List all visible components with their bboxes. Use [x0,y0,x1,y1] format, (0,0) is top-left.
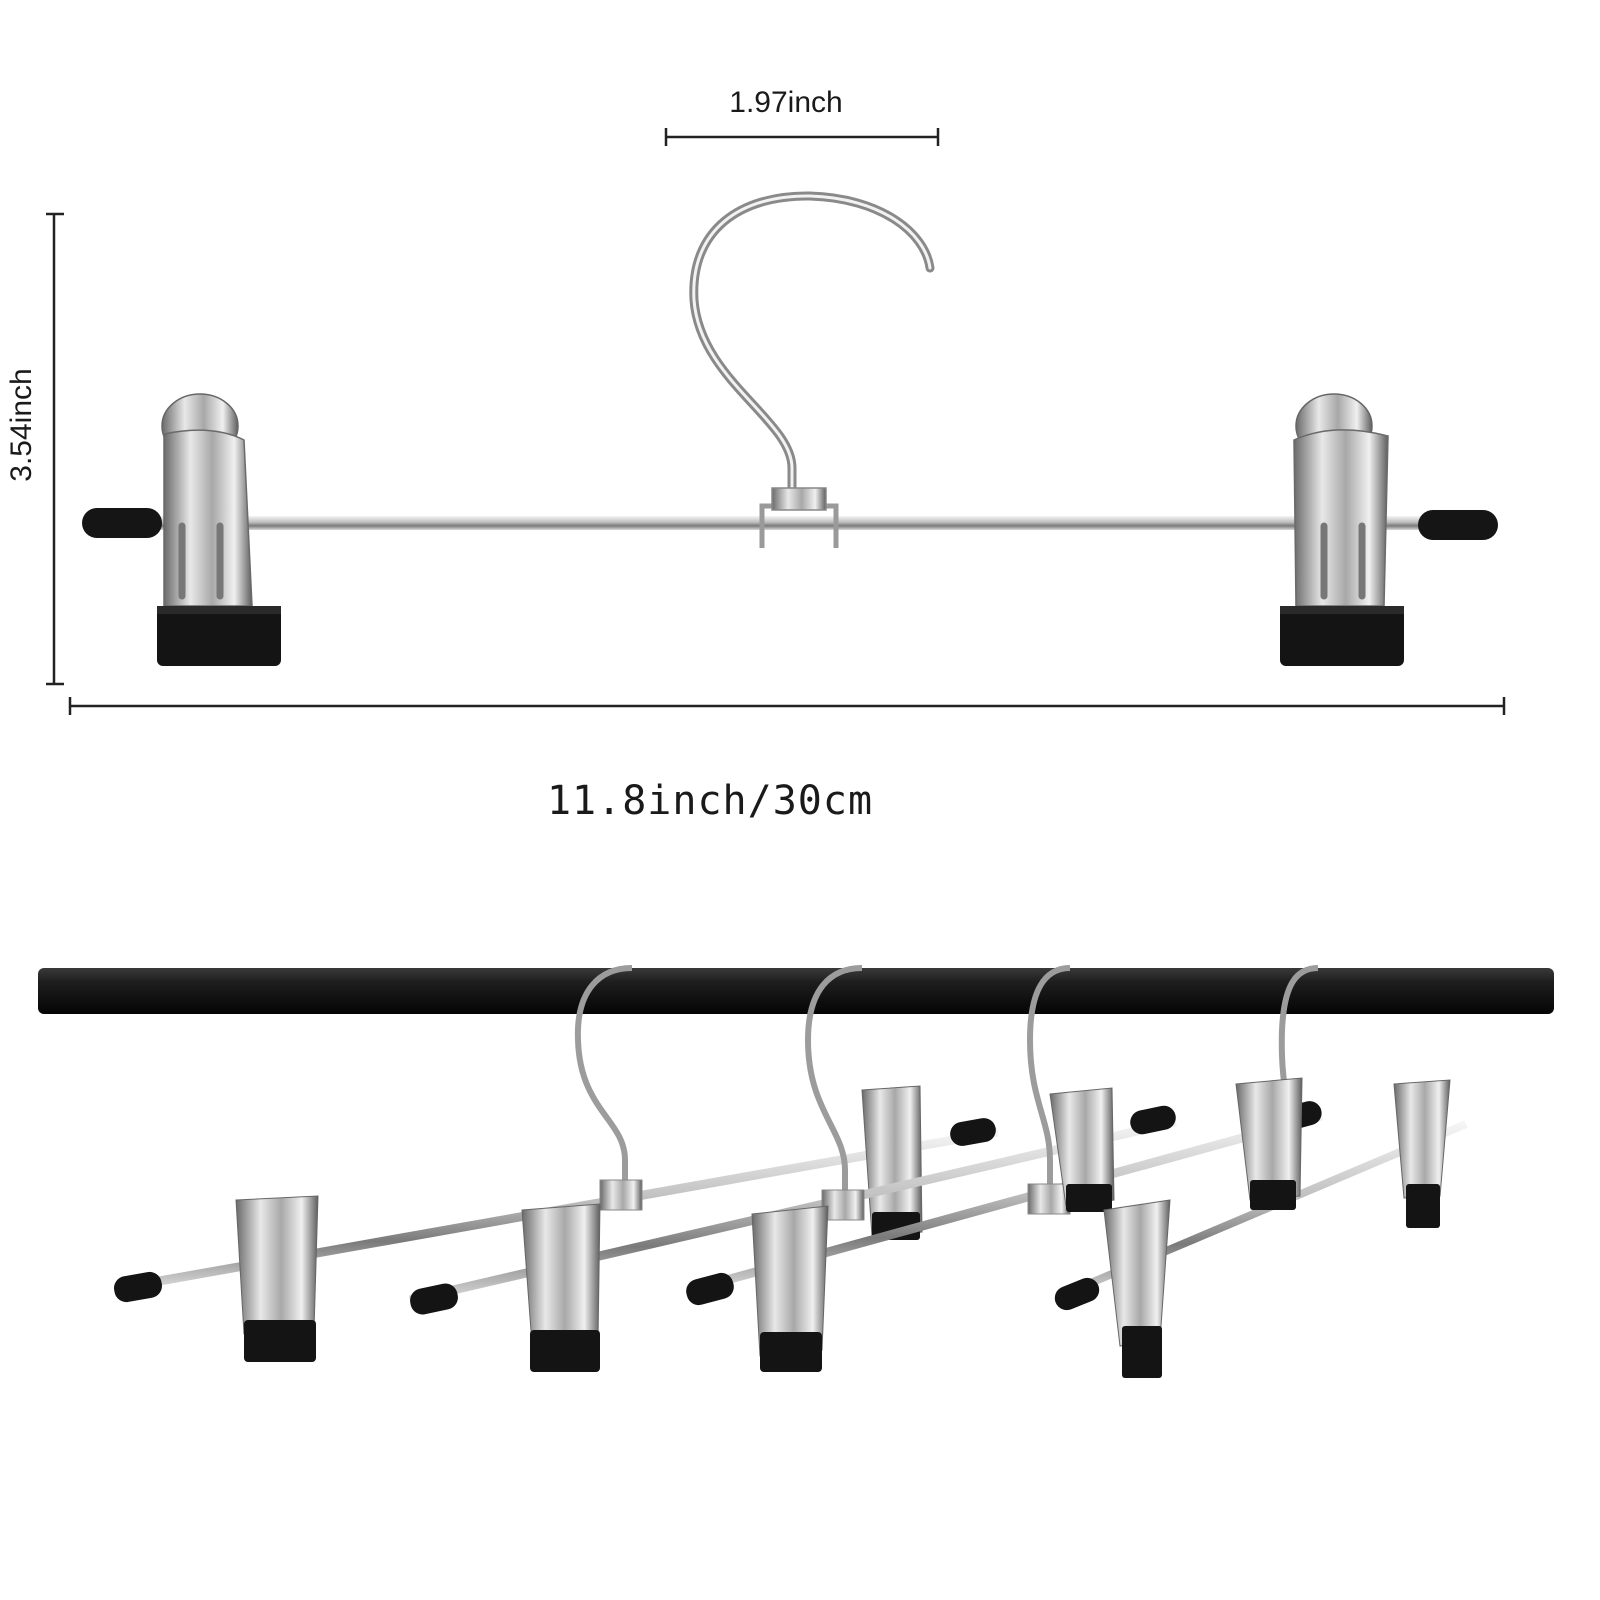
rod-hanger-1 [114,965,999,1362]
rod-hanger-4 [1054,965,1468,1378]
closet-rod [38,968,1554,1014]
hook-width-dimension-line [664,128,940,146]
hangers-on-rod-photo [38,965,1554,1378]
hanger-large [82,191,1498,666]
end-cap-right [1418,510,1498,540]
end-cap-left [82,508,162,538]
hanger-bar [150,516,1430,530]
clip-right [1280,393,1404,666]
hook-width-label: 1.97inch [729,86,843,119]
height-dimension-line [46,212,64,686]
length-label: 11.8inch/30cm [546,778,874,824]
length-dimension-line [68,697,1506,715]
clip-left [157,393,281,666]
hanger-hook [689,191,935,503]
rod-hanger-3 [686,965,1324,1372]
height-label: 3.54inch [5,368,38,482]
